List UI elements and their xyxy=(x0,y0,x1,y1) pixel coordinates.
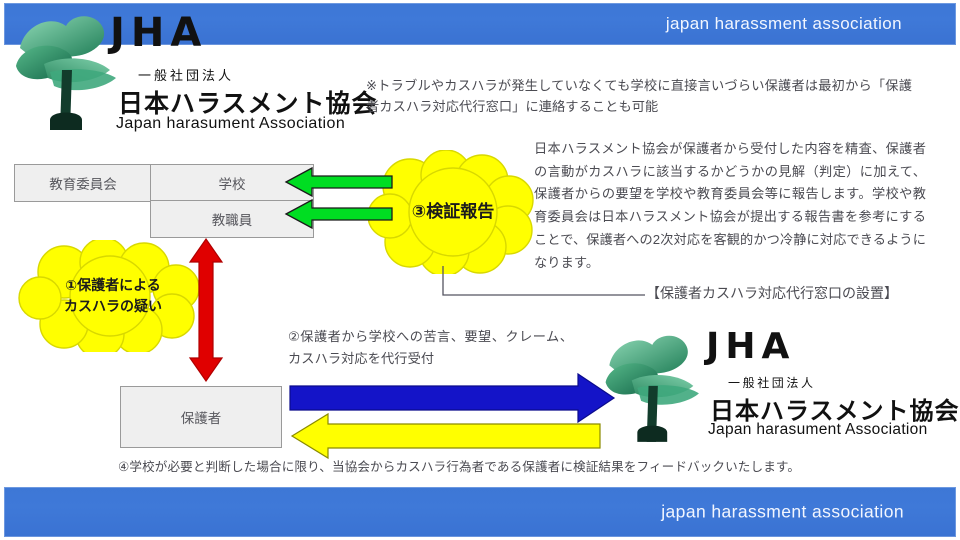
blue-arrow-guardian-to-association xyxy=(289,372,616,424)
note-step4-text: ④学校が必要と判断した場合に限り、当協会からカスハラ行為者である保護者に検証結果… xyxy=(118,460,801,474)
jha-leaf-icon-bottom xyxy=(605,335,699,442)
logo-name-jp-bottom: 日本ハラスメント協会 xyxy=(710,398,960,425)
cloud-shape-step3 xyxy=(367,149,534,277)
jha-logo-bottom: JHA 一般社団法人 日本ハラスメント協会 Japan harasument A… xyxy=(600,326,959,444)
cloud-step1-harassment-suspicion: ①保護者による カスハラの疑い xyxy=(18,237,208,359)
jha-logo-top: JHA 一般社団法人 日本ハラスメント協会 Japan harasument A… xyxy=(10,8,377,132)
note-step2-text: ②保護者から学校への苦言、要望、クレーム、カスハラ対応を代行受付 xyxy=(288,329,573,366)
yellow-arrow-association-to-guardian xyxy=(290,412,601,460)
logo-corporate-type-bottom: 一般社団法人 xyxy=(728,376,816,390)
box-school[interactable]: 学校 xyxy=(150,164,314,202)
logo-corporate-type-top: 一般社団法人 xyxy=(138,68,235,83)
bottom-banner: japan harassment association xyxy=(4,487,956,537)
top-banner-text: japan harassment association xyxy=(665,14,902,33)
box-guardian[interactable]: 保護者 xyxy=(120,386,282,448)
box-staff[interactable]: 教職員 xyxy=(150,200,314,238)
box-board-of-education-label: 教育委員会 xyxy=(49,177,117,192)
logo-name-jp-top: 日本ハラスメント協会 xyxy=(118,90,378,118)
bottom-banner-text: japan harassment association xyxy=(661,501,904,522)
logo-name-en-bottom: Japan harasument Association xyxy=(708,421,928,438)
bracket-callout-label: 【保護者カスハラ対応代行窓口の設置】 xyxy=(646,285,898,301)
logo-name-en-top: Japan harasument Association xyxy=(116,115,346,132)
cloud-step3-label: ③検証報告 xyxy=(411,201,495,221)
cloud-step3-verification-report: ③検証報告 xyxy=(367,149,538,277)
logo-wordmark-top: JHA xyxy=(110,10,208,56)
box-staff-label: 教職員 xyxy=(211,213,253,228)
box-school-label: 学校 xyxy=(218,177,246,192)
box-guardian-label: 保護者 xyxy=(180,411,222,426)
jha-leaf-icon xyxy=(16,16,116,130)
note-top-text: ※トラブルやカスハラが発生していなくても学校に直接言いづらい保護者は最初から「保… xyxy=(366,78,912,114)
box-board-of-education[interactable]: 教育委員会 xyxy=(14,164,152,202)
top-banner: japan harassment association xyxy=(4,3,956,45)
note-right-text: 日本ハラスメント協会が保護者から受付した内容を精査、保護者の言動がカスハラに該当… xyxy=(534,141,926,270)
logo-wordmark-bottom: JHA xyxy=(706,326,796,367)
cloud-shape-step1 xyxy=(18,237,200,359)
cloud-step1-label: ①保護者による カスハラの疑い xyxy=(64,277,162,314)
